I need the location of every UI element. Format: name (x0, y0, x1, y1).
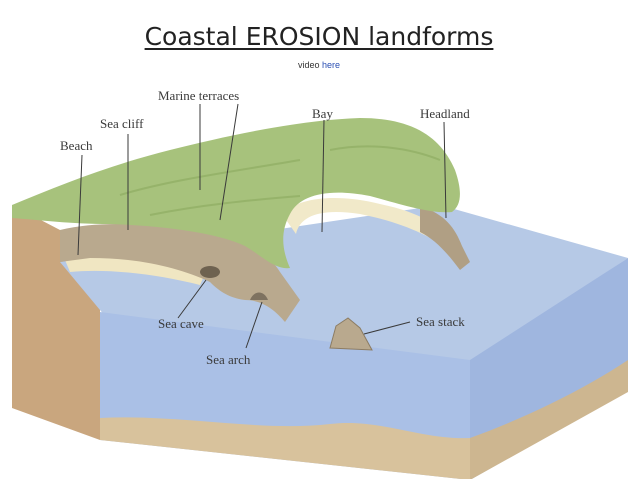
cliff-face (60, 223, 300, 322)
video-prefix: video (297, 60, 320, 70)
seabed-sediment-right (470, 360, 628, 479)
label-sea-stack: Sea stack (416, 314, 465, 329)
leader-sea-cave (177, 279, 207, 319)
headland-cliff (420, 206, 470, 270)
sea-stack (329, 317, 373, 351)
label-sea-arch: Sea arch (206, 352, 251, 367)
label-headland: Headland (420, 106, 470, 121)
label-sea-cave: Sea cave (158, 316, 204, 331)
label-marine-terraces: Marine terraces (158, 88, 239, 103)
leader-headland (443, 121, 447, 219)
label-bay: Bay (312, 106, 333, 121)
label-sea-cliff: Sea cliff (100, 116, 144, 131)
leader-beach (77, 154, 83, 256)
land-top (12, 118, 460, 269)
leader-bay (321, 119, 325, 233)
page-title: Coastal EROSION landforms (144, 22, 494, 51)
leader-marine-terraces-2 (219, 103, 239, 221)
sea-arch-opening (250, 292, 268, 300)
video-link[interactable]: here (322, 60, 341, 70)
terrace-shading (119, 145, 441, 216)
bay-beach (282, 198, 452, 252)
leader-sea-arch (245, 301, 263, 349)
label-beach: Beach (60, 138, 93, 153)
sea-cave-opening (200, 266, 220, 278)
seabed-sediment (100, 417, 470, 479)
video-caption: video here (0, 60, 638, 70)
leader-sea-stack (363, 321, 411, 335)
